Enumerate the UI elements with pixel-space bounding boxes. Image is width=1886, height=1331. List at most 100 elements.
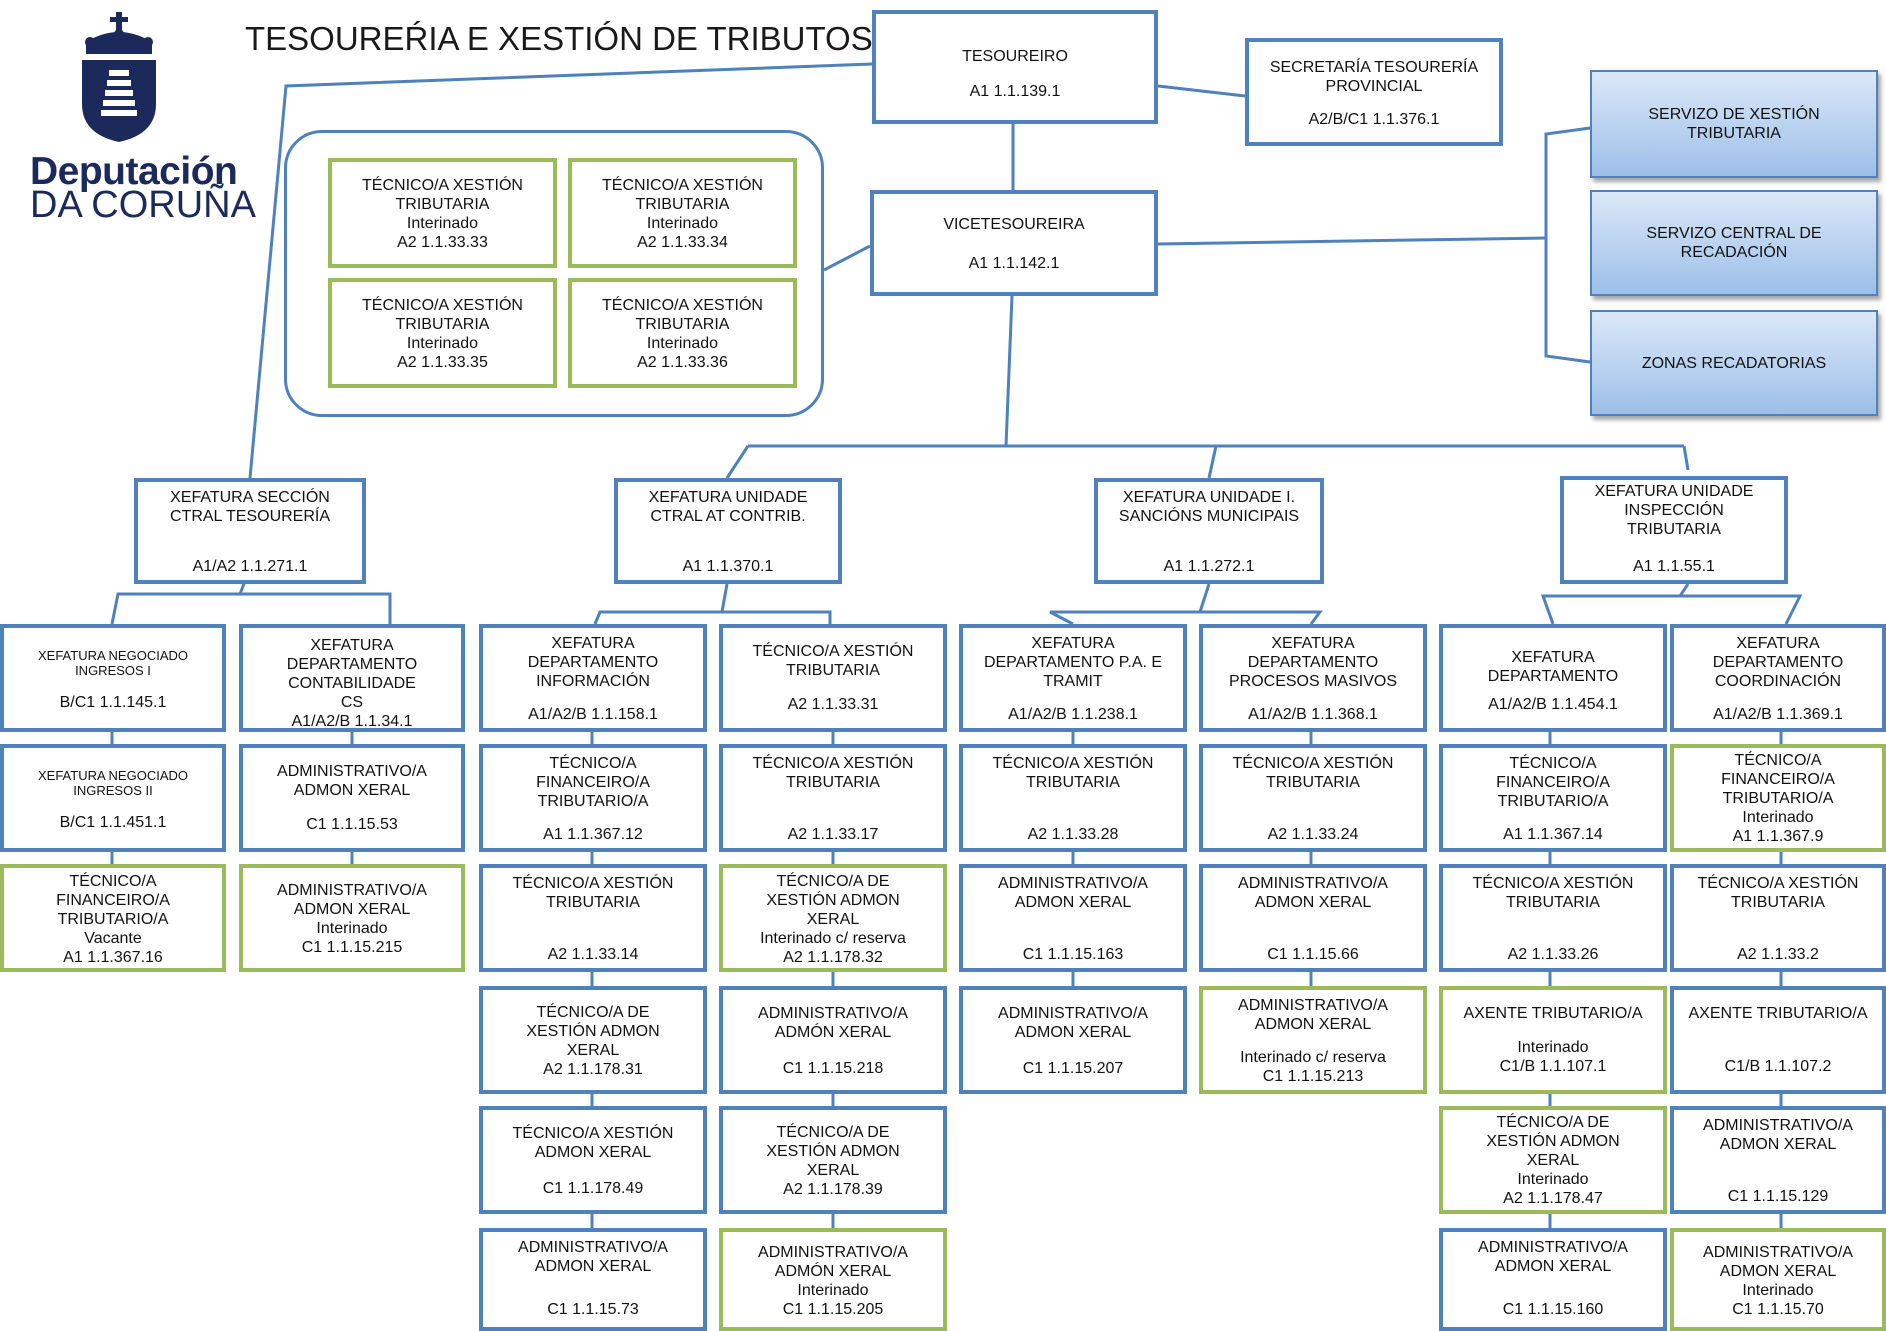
c4r3-box: TÉCNICO/A DE XESTIÓN ADMON XERAL Interin… — [719, 864, 947, 972]
box-code: C1 1.1.178.49 — [542, 1180, 644, 1197]
c2r2-box: ADMINISTRATIVO/A ADMON XERAL C1 1.1.15.5… — [239, 744, 465, 852]
box-code: Interinado C1/B 1.1.107.1 — [1499, 1039, 1607, 1075]
box-code: C1 1.1.15.66 — [1267, 946, 1359, 963]
box-title: ADMINISTRATIVO/A ADMON XERAL — [1238, 997, 1388, 1033]
box-title: XEFATURA SECCIÓN CTRAL TESOURERÍA — [169, 489, 331, 525]
group-box-4: TÉCNICO/A XESTIÓN TRIBUTARIA Interinado … — [568, 278, 797, 388]
c7r4-box: AXENTE TRIBUTARIO/A Interinado C1/B 1.1.… — [1439, 986, 1667, 1094]
tesoureiro-box: TESOUREIRO A1 1.1.139.1 — [872, 10, 1158, 124]
box-code: A1 1.1.272.1 — [1163, 558, 1255, 575]
c2r3-box: ADMINISTRATIVO/A ADMON XERAL Interinado … — [239, 864, 465, 972]
box-title: TÉCNICO/A XESTIÓN TRIBUTARIA — [752, 643, 914, 679]
box-code: A2 1.1.33.24 — [1267, 826, 1359, 843]
box-title: TÉCNICO/A XESTIÓN TRIBUTARIA Interinado … — [602, 177, 763, 251]
group-box-2: TÉCNICO/A XESTIÓN TRIBUTARIA Interinado … — [568, 158, 797, 268]
box-code: B/C1 1.1.145.1 — [59, 694, 167, 711]
c8r4-box: AXENTE TRIBUTARIO/A C1/B 1.1.107.2 — [1670, 986, 1886, 1094]
c3r5-box: TÉCNICO/A XESTIÓN ADMON XERAL C1 1.1.178… — [479, 1106, 707, 1214]
box-code: A1 1.1.55.1 — [1633, 558, 1715, 575]
box-title: VICETESOUREIRA — [943, 216, 1085, 233]
box-code: C1 1.1.15.53 — [306, 816, 398, 833]
c7r1-box: XEFATURA DEPARTAMENTO A1/A2/B 1.1.454.1 — [1439, 624, 1667, 732]
page-title: TESOUREŔIA E XESTIÓN DE TRIBUTOS — [245, 20, 873, 57]
box-code: A2 1.1.33.14 — [547, 946, 639, 963]
box-title: ADMINISTRATIVO/A ADMON XERAL — [518, 1239, 668, 1275]
box-title: TÉCNICO/A XESTIÓN TRIBUTARIA Interinado … — [602, 297, 763, 371]
box-title: TÉCNICO/A XESTIÓN ADMON XERAL — [512, 1125, 674, 1161]
group-box-3: TÉCNICO/A XESTIÓN TRIBUTARIA Interinado … — [328, 278, 557, 388]
box-title: XEFATURA NEGOCIADO INGRESOS I — [37, 648, 188, 678]
crown-shield-icon — [82, 12, 156, 142]
box-code: Interinado c/ reserva C1 1.1.15.213 — [1240, 1049, 1386, 1085]
box-code: A1/A2/B 1.1.369.1 — [1713, 706, 1843, 723]
box-title: ADMINISTRATIVO/A ADMÓN XERAL Interinado … — [758, 1243, 908, 1318]
c5r1-box: XEFATURA DEPARTAMENTO P.A. E TRAMIT A1/A… — [959, 624, 1187, 732]
box-title: ADMINISTRATIVO/A ADMÓN XERAL — [758, 1005, 908, 1041]
c6r1-box: XEFATURA DEPARTAMENTO PROCESOS MASIVOS A… — [1199, 624, 1427, 732]
box-title: TÉCNICO/A DE XESTIÓN ADMON XERAL A2 1.1.… — [766, 1124, 900, 1198]
box-title: TÉCNICO/A FINANCEIRO/A TRIBUTARIO/A Inte… — [1721, 751, 1835, 845]
box-code: C1 1.1.15.218 — [782, 1060, 884, 1077]
c7r2-box: TÉCNICO/A FINANCEIRO/A TRIBUTARIO/A A1 1… — [1439, 744, 1667, 852]
box-code: A1/A2/B 1.1.34.1 — [291, 713, 413, 730]
c1r3-box: TÉCNICO/A FINANCEIRO/A TRIBUTARIO/A Vaca… — [0, 864, 226, 972]
box-code: A2 1.1.33.31 — [787, 696, 879, 713]
box-title: SECRETARÍA TESOURERÍA PROVINCIAL — [1269, 58, 1479, 95]
box-title: XEFATURA UNIDADE I. SANCIÓNS MUNICIPAIS — [1118, 489, 1300, 525]
box-title: AXENTE TRIBUTARIO/A — [1463, 1005, 1643, 1022]
xefatura-inspeccion-box: XEFATURA UNIDADE INSPECCIÓN TRIBUTARIA A… — [1560, 476, 1788, 584]
c7r6-box: ADMINISTRATIVO/A ADMON XERAL C1 1.1.15.1… — [1439, 1228, 1667, 1331]
box-code: A1 1.1.139.1 — [969, 83, 1061, 100]
c5r4-box: ADMINISTRATIVO/A ADMON XERAL C1 1.1.15.2… — [959, 986, 1187, 1094]
vicetesoureira-box: VICETESOUREIRA A1 1.1.142.1 — [870, 190, 1158, 296]
box-title: XEFATURA DEPARTAMENTO INFORMACIÓN — [527, 635, 659, 690]
box-title: ADMINISTRATIVO/A ADMON XERAL Interinado … — [1703, 1243, 1853, 1318]
servizo-xestion-box: SERVIZO DE XESTIÓN TRIBUTARIA — [1590, 70, 1878, 178]
c8r5-box: ADMINISTRATIVO/A ADMON XERAL C1 1.1.15.1… — [1670, 1106, 1886, 1214]
c4r2-box: TÉCNICO/A XESTIÓN TRIBUTARIA A2 1.1.33.1… — [719, 744, 947, 852]
box-code: A2 1.1.33.17 — [787, 826, 879, 843]
group-box-1: TÉCNICO/A XESTIÓN TRIBUTARIA Interinado … — [328, 158, 557, 268]
box-title: TÉCNICO/A XESTIÓN TRIBUTARIA — [1472, 875, 1634, 911]
box-title: ADMINISTRATIVO/A ADMON XERAL Interinado … — [277, 882, 427, 956]
c8r2-box: TÉCNICO/A FINANCEIRO/A TRIBUTARIO/A Inte… — [1670, 744, 1886, 852]
c7r3-box: TÉCNICO/A XESTIÓN TRIBUTARIA A2 1.1.33.2… — [1439, 864, 1667, 972]
c3r6-box: ADMINISTRATIVO/A ADMON XERAL C1 1.1.15.7… — [479, 1228, 707, 1331]
box-code: C1 1.1.15.207 — [1022, 1060, 1124, 1077]
box-title: TÉCNICO/A FINANCEIRO/A TRIBUTARIO/A — [536, 755, 650, 810]
tecnicos-group — [284, 130, 824, 417]
box-title: ADMINISTRATIVO/A ADMON XERAL — [1478, 1239, 1628, 1275]
c3r2-box: TÉCNICO/A FINANCEIRO/A TRIBUTARIO/A A1 1… — [479, 744, 707, 852]
c1r1-box: XEFATURA NEGOCIADO INGRESOS I B/C1 1.1.1… — [0, 624, 226, 732]
c3r1-box: XEFATURA DEPARTAMENTO INFORMACIÓN A1/A2/… — [479, 624, 707, 732]
box-title: TÉCNICO/A XESTIÓN TRIBUTARIA — [512, 875, 674, 911]
c2r1-box: XEFATURA DEPARTAMENTO CONTABILIDADE CS A… — [239, 624, 465, 732]
c6r2-box: TÉCNICO/A XESTIÓN TRIBUTARIA A2 1.1.33.2… — [1199, 744, 1427, 852]
box-title: XEFATURA UNIDADE CTRAL AT CONTRIB. — [648, 489, 808, 525]
c5r2-box: TÉCNICO/A XESTIÓN TRIBUTARIA A2 1.1.33.2… — [959, 744, 1187, 852]
c7r5-box: TÉCNICO/A DE XESTIÓN ADMON XERAL Interin… — [1439, 1106, 1667, 1214]
c3r4-box: TÉCNICO/A DE XESTIÓN ADMON XERAL A2 1.1.… — [479, 986, 707, 1094]
box-code: A2 1.1.33.26 — [1507, 946, 1599, 963]
box-code: A1/A2 1.1.271.1 — [192, 558, 308, 575]
box-code: A1 1.1.142.1 — [968, 255, 1060, 272]
c4r1-box: TÉCNICO/A XESTIÓN TRIBUTARIA A2 1.1.33.3… — [719, 624, 947, 732]
logo-wordmark: Deputación — [30, 150, 238, 193]
box-title: SERVIZO CENTRAL DE RECADACIÓN — [1646, 225, 1822, 261]
xefatura-contrib-box: XEFATURA UNIDADE CTRAL AT CONTRIB. A1 1.… — [614, 478, 842, 584]
box-title: TÉCNICO/A FINANCEIRO/A TRIBUTARIO/A Vaca… — [56, 872, 170, 966]
box-title: TÉCNICO/A DE XESTIÓN ADMON XERAL Interin… — [1486, 1113, 1620, 1207]
box-title: AXENTE TRIBUTARIO/A — [1688, 1005, 1868, 1022]
c6r3-box: ADMINISTRATIVO/A ADMON XERAL C1 1.1.15.6… — [1199, 864, 1427, 972]
box-title: TESOUREIRO — [962, 48, 1068, 65]
box-code: C1 1.1.15.163 — [1022, 946, 1124, 963]
box-title: XEFATURA NEGOCIADO INGRESOS II — [37, 768, 188, 798]
box-code: A2/B/C1 1.1.376.1 — [1308, 110, 1440, 128]
c1r2-box: XEFATURA NEGOCIADO INGRESOS II B/C1 1.1.… — [0, 744, 226, 852]
box-code: C1 1.1.15.160 — [1502, 1301, 1604, 1318]
box-code: A1 1.1.367.12 — [543, 826, 643, 843]
c5r3-box: ADMINISTRATIVO/A ADMON XERAL C1 1.1.15.1… — [959, 864, 1187, 972]
box-code: C1/B 1.1.107.2 — [1724, 1058, 1832, 1075]
c8r3-box: TÉCNICO/A XESTIÓN TRIBUTARIA A2 1.1.33.2 — [1670, 864, 1886, 972]
box-title: TÉCNICO/A DE XESTIÓN ADMON XERAL Interin… — [760, 872, 906, 966]
